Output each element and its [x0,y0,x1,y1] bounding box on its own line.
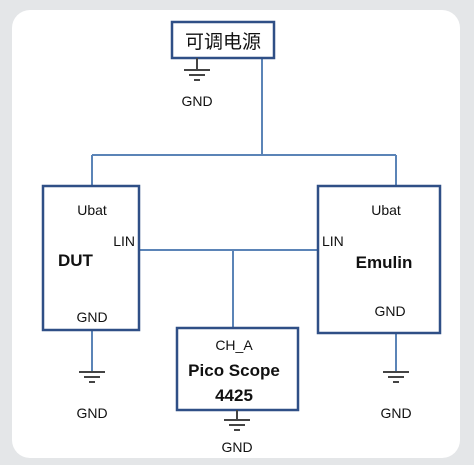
scope-title-line1: Pico Scope [188,361,280,380]
scope-ground-label: GND [221,439,252,455]
dut-ubat-label: Ubat [77,202,107,218]
diagram-panel [12,10,460,458]
power-supply-label: 可调电源 [185,31,261,53]
dut-ground-label: GND [76,405,107,421]
scope-channel-label: CH_A [215,337,253,353]
emulin-ground-label: GND [380,405,411,421]
power-supply-box [170,20,276,60]
pico-scope-box [175,326,300,412]
scope-title-line2: 4425 [215,386,253,405]
emulin-ground-icon [383,371,409,383]
emulin-lin-label: LIN [322,233,344,249]
dut-ground-icon [79,371,105,383]
supply-ground-icon [184,58,210,81]
supply-gnd-label: GND [181,93,212,109]
emulin-gnd-label: GND [374,303,405,319]
emulin-title: Emulin [356,253,413,272]
emulin-box [316,184,442,335]
dut-lin-label: LIN [113,233,135,249]
dut-box [41,184,141,332]
emulin-ubat-label: Ubat [371,202,401,218]
dut-title: DUT [58,251,94,270]
wires [91,58,397,372]
scope-ground-icon [224,410,250,431]
dut-gnd-label: GND [76,309,107,325]
